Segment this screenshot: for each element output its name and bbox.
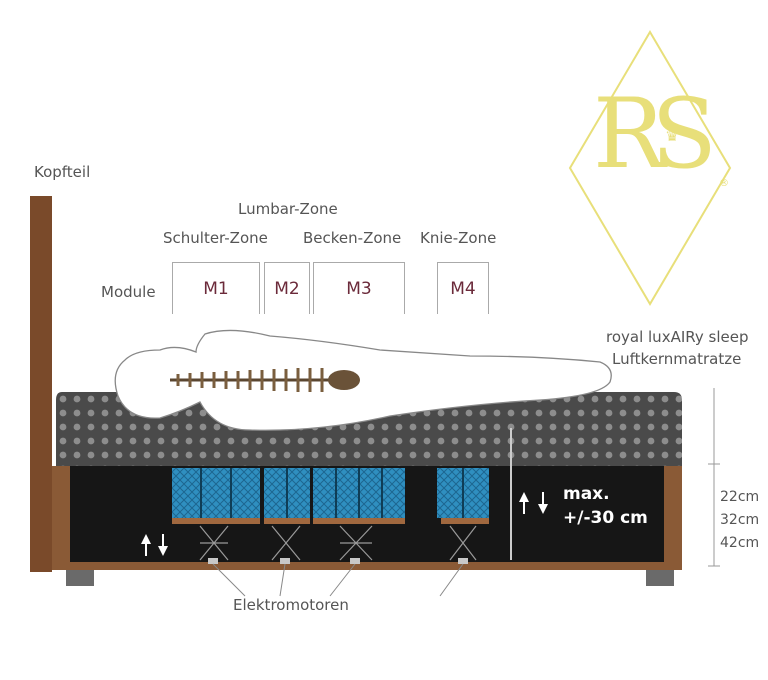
max-range-label: +/-30 cm: [563, 508, 648, 528]
side-rail-left: [52, 466, 70, 566]
height-option-1: 22cm: [720, 489, 760, 505]
modules-label: Module: [101, 283, 156, 301]
adjust-arrow-right: [519, 492, 548, 514]
logo-letters: RS: [593, 78, 717, 190]
motors-label: Elektromotoren: [233, 596, 349, 614]
module-box-m1: M1: [172, 262, 260, 314]
foot-right: [646, 570, 674, 586]
lumbar-zone-label: Lumbar-Zone: [238, 200, 338, 218]
product-name-line2: Luftkernmatratze: [612, 350, 742, 368]
scissor-lifts: [199, 525, 477, 561]
bottom-rail: [52, 562, 682, 570]
logo-registered-mark: ®: [719, 178, 729, 189]
brand-logo: RS ® ♛: [565, 28, 735, 308]
human-silhouette: [114, 329, 612, 431]
motor-units: [208, 558, 468, 564]
shoulder-zone-label: Schulter-Zone: [163, 229, 268, 247]
module-box-m2: M2: [264, 262, 310, 314]
dimension-guides: [708, 388, 720, 567]
height-option-3: 42cm: [720, 535, 760, 551]
crown-icon: ♛: [665, 126, 680, 145]
max-label: max.: [563, 484, 610, 504]
height-option-2: 32cm: [720, 512, 760, 528]
product-name-line1: royal luxAIRy sleep: [606, 328, 749, 346]
spine-icon: [170, 368, 360, 392]
pelvis-zone-label: Becken-Zone: [303, 229, 402, 247]
motor-leader-lines: [212, 563, 464, 597]
logo-diamond: [568, 30, 732, 306]
knee-zone-label: Knie-Zone: [420, 229, 497, 247]
module-box-m4: M4: [437, 262, 489, 314]
headboard-label: Kopfteil: [34, 163, 91, 181]
spring-module-m1: [172, 468, 260, 518]
side-rail-right: [664, 466, 682, 566]
module-box-m3: M3: [313, 262, 405, 314]
foot-left: [66, 570, 94, 586]
adjust-arrow-left: [141, 534, 168, 556]
headboard: [30, 196, 52, 572]
